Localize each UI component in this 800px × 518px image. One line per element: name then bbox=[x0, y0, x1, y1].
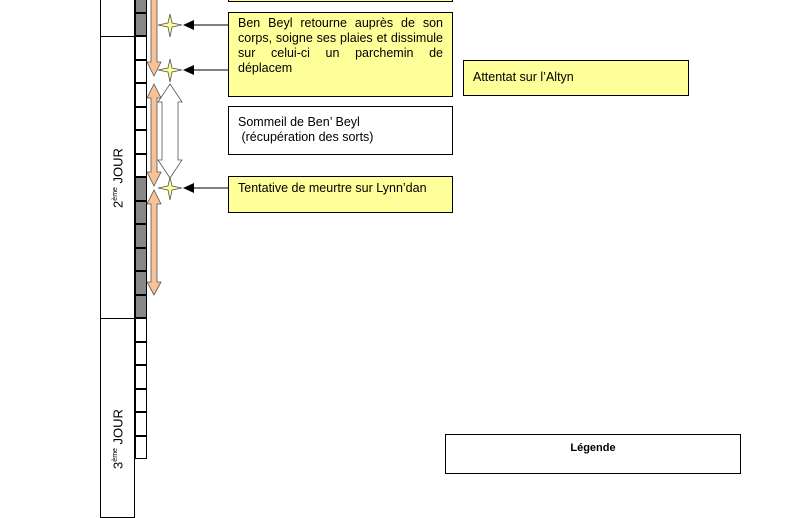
sleep-double-arrow bbox=[157, 83, 183, 179]
hour-cell bbox=[135, 130, 147, 154]
hour-cell bbox=[135, 59, 147, 83]
event-box-ben-beyl: Ben Beyl retourne auprès de son corps, s… bbox=[228, 12, 453, 97]
hour-cell bbox=[135, 224, 147, 248]
activity-arrow-2 bbox=[146, 83, 162, 187]
hour-cell bbox=[135, 83, 147, 107]
event-box-tentative: Tentative de meurtre sur Lynn’dan bbox=[228, 176, 453, 213]
hour-cell bbox=[135, 412, 147, 436]
hour-cell bbox=[135, 294, 147, 318]
hour-cell bbox=[135, 0, 147, 13]
event-box-top bbox=[228, 0, 453, 2]
pointer-arrowhead-icon bbox=[183, 65, 194, 75]
pointer-arrowhead-icon bbox=[183, 183, 194, 193]
hour-cell bbox=[135, 153, 147, 177]
legend-box: Légende bbox=[445, 434, 741, 474]
hour-cell bbox=[135, 36, 147, 60]
event-box-sommeil: Sommeil de Ben’ Beyl (récupération des s… bbox=[228, 106, 453, 155]
activity-arrow-1 bbox=[146, 0, 162, 77]
hour-cell bbox=[135, 318, 147, 342]
activity-arrow-3 bbox=[146, 189, 162, 296]
event-star-icon bbox=[157, 58, 183, 83]
hour-cell bbox=[135, 388, 147, 412]
pointer-arrowhead-icon bbox=[183, 20, 194, 30]
hour-cell bbox=[135, 106, 147, 130]
hour-cell bbox=[135, 365, 147, 389]
hour-cell bbox=[135, 247, 147, 271]
event-star-icon bbox=[157, 176, 183, 201]
hour-cell bbox=[135, 12, 147, 36]
hour-cell bbox=[135, 271, 147, 295]
event-box-attentat: Attentat sur l’Altyn bbox=[463, 60, 689, 96]
hour-cell bbox=[135, 177, 147, 201]
hour-cell bbox=[135, 341, 147, 365]
timeline-arrows bbox=[146, 0, 228, 296]
event-star-icon bbox=[157, 13, 183, 38]
hour-cell bbox=[135, 200, 147, 224]
